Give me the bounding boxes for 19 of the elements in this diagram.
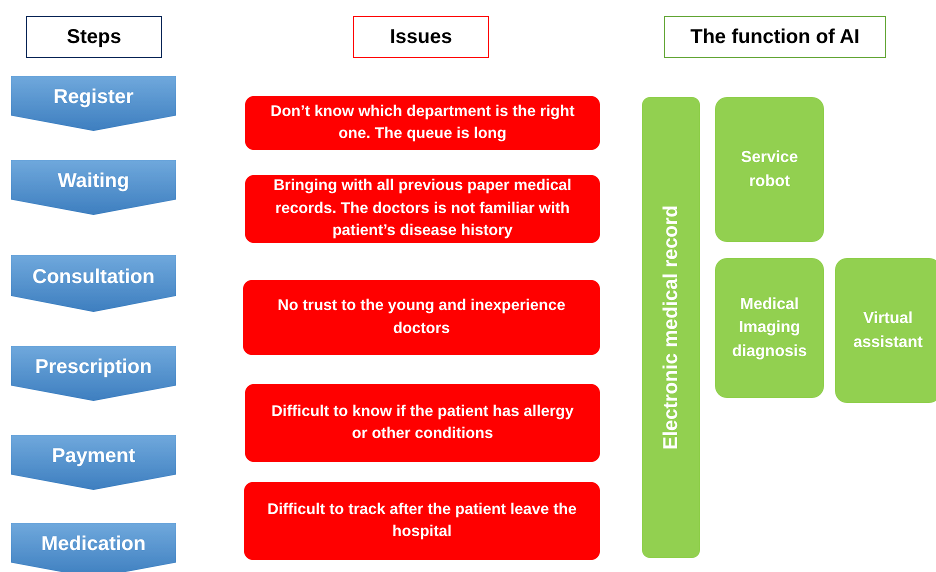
issue-box: Difficult to know if the patient has allergy or other conditions xyxy=(245,384,600,462)
vertical-bar xyxy=(642,97,700,558)
step-label: Medication xyxy=(41,533,146,556)
function-box: Virtual assistant xyxy=(835,258,936,403)
bar-label: Electronic medical record xyxy=(660,205,682,450)
step-label: Waiting xyxy=(58,170,130,193)
step-label: Consultation xyxy=(32,266,155,289)
header-box: Issues xyxy=(353,16,489,58)
issue-box: No trust to the young and inexperience doctors xyxy=(243,280,600,355)
step-label: Register xyxy=(53,86,134,109)
function-box: Medical Imaging diagnosis xyxy=(715,258,824,398)
issue-box: Don’t know which department is the right one. The queue is long xyxy=(245,96,600,150)
header-box: The function of AI xyxy=(664,16,886,58)
step-label: Prescription xyxy=(35,356,152,379)
issue-box: Difficult to track after the patient leave the hospital xyxy=(244,482,600,560)
step-label: Payment xyxy=(52,445,136,468)
issue-box: Bringing with all previous paper medical records. The doctors is not familiar with patient’s disease history xyxy=(245,175,600,243)
header-box: Steps xyxy=(26,16,162,58)
function-box: Service robot xyxy=(715,97,824,242)
